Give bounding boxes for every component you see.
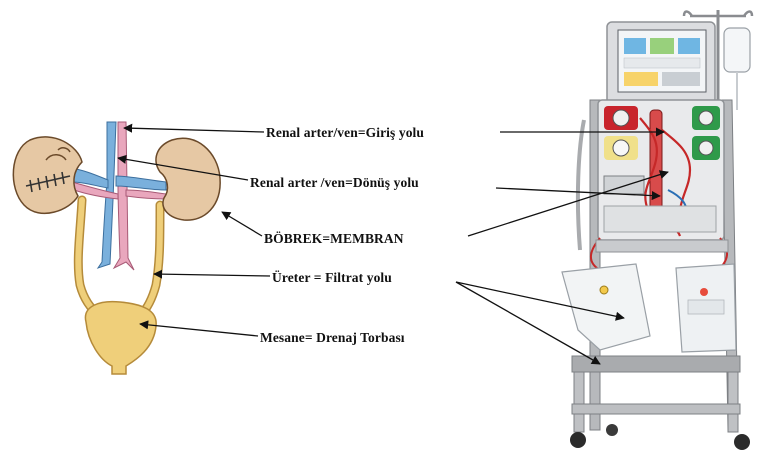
machine-shelf <box>596 240 728 252</box>
wheel-right <box>734 434 750 450</box>
machine-legs <box>574 372 584 432</box>
machine-base <box>572 356 740 372</box>
pump-mid-right-rotor <box>699 141 713 155</box>
arrow-ureter-left <box>154 274 270 276</box>
machine-legs-right <box>728 372 738 432</box>
label-renal-in: Renal arter/ven=Giriş yolu <box>266 125 424 141</box>
arrow-bladder-left <box>140 324 258 336</box>
filtrate-bag-label <box>688 300 724 314</box>
arrow-renal-in-left <box>124 128 264 132</box>
iv-bag <box>724 28 750 72</box>
drain-bag-cap <box>600 286 608 294</box>
machine-side-rail <box>578 120 584 250</box>
screen-panel-4 <box>624 58 700 68</box>
right-ureter-fill <box>140 205 160 316</box>
wheel-left <box>570 432 586 448</box>
pump-mid-left-rotor <box>613 140 629 156</box>
right-kidney <box>156 138 220 220</box>
filtrate-bag-cap <box>700 288 708 296</box>
wheel-back <box>606 424 618 436</box>
right-renal-artery <box>126 190 166 199</box>
pump-top-right-rotor <box>699 111 713 125</box>
bladder <box>85 302 156 374</box>
screen-panel-3 <box>678 38 700 54</box>
syringe-pump <box>604 176 644 194</box>
label-ureter-filtrate: Üreter = Filtrat yolu <box>272 270 392 286</box>
filter-cartridge <box>650 110 662 220</box>
dialysis-machine-illustration <box>562 10 752 450</box>
screen-panel-1 <box>624 38 646 54</box>
screen-panel-2 <box>650 38 674 54</box>
screen-panel-5 <box>624 72 658 86</box>
label-kidney-membrane: BÖBREK=MEMBRAN <box>264 231 404 247</box>
label-renal-out: Renal arter /ven=Dönüş yolu <box>250 175 419 191</box>
screen-panel-6 <box>662 72 700 86</box>
label-bladder-drain: Mesane= Drenaj Torbası <box>260 330 405 346</box>
panel-bottom <box>604 206 716 232</box>
machine-bottom-bar <box>572 404 740 414</box>
anatomy-illustration <box>13 122 220 374</box>
left-kidney <box>13 137 82 213</box>
pump-top-left-rotor <box>613 110 629 126</box>
arrow-kidney-left <box>222 212 262 236</box>
